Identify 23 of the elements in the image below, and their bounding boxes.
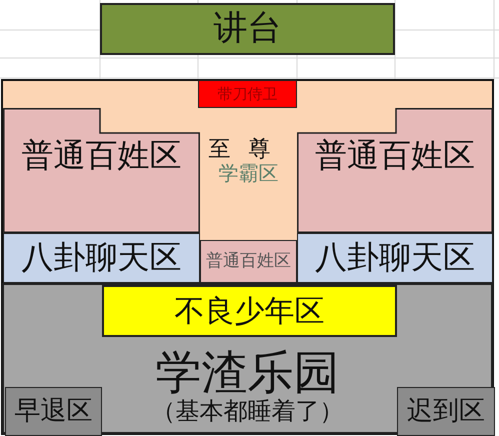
area-label: 迟到区: [407, 397, 485, 426]
area-label: 普通百姓区: [22, 138, 182, 174]
seating-area: [102, 285, 397, 337]
guard-box: [198, 80, 297, 108]
area-label: 普通百姓区: [206, 252, 291, 271]
area-label: 不良少年区: [174, 294, 324, 328]
area-label: 八卦聊天区: [315, 240, 475, 276]
area-label: 普通百姓区: [315, 138, 475, 174]
area-label: 带刀侍卫: [218, 86, 278, 102]
area-label: 学霸区: [218, 162, 278, 184]
seating-area: [5, 387, 102, 436]
seating-area: [297, 233, 493, 283]
seating-area: [2, 283, 493, 434]
podium-box: [100, 3, 395, 55]
area-label: 学渣乐园: [156, 347, 340, 398]
area-label: （基本都睡着了）: [152, 398, 344, 424]
area-label: 至尊: [208, 138, 288, 162]
seating-area: [397, 387, 495, 436]
seating-area: [200, 240, 297, 283]
area-label: 八卦聊天区: [22, 240, 182, 276]
area-label: 早退区: [14, 397, 92, 426]
podium-label: 讲台: [214, 10, 282, 48]
seating-area: [3, 233, 200, 283]
